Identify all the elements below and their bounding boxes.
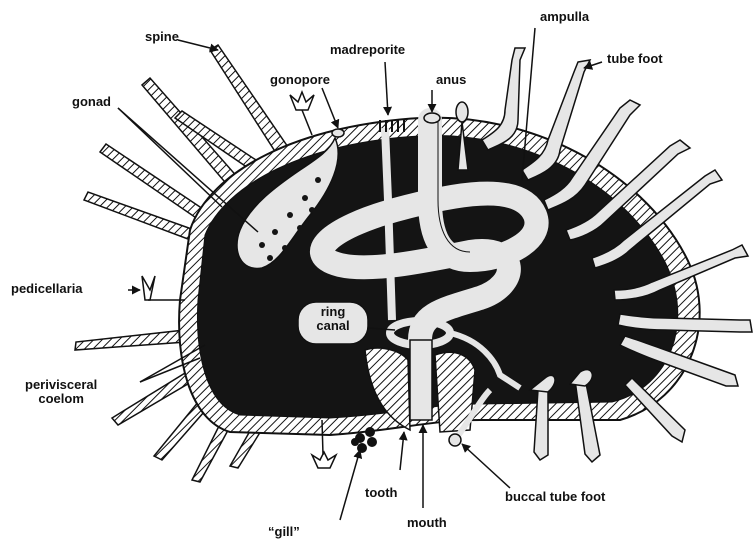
label-tube-foot: tube foot bbox=[607, 52, 663, 66]
label-gill: “gill” bbox=[268, 525, 300, 539]
label-perivisceral-line1: perivisceral bbox=[25, 378, 97, 392]
label-spine: spine bbox=[145, 30, 179, 44]
label-anus: anus bbox=[436, 73, 466, 87]
esophagus bbox=[410, 340, 432, 420]
label-perivisceral-line2: coelom bbox=[25, 392, 97, 406]
label-ring-canal: ring canal bbox=[298, 305, 368, 333]
label-ring-canal-line2: canal bbox=[298, 319, 368, 333]
label-gonad: gonad bbox=[72, 95, 111, 109]
label-ampulla: ampulla bbox=[540, 10, 589, 24]
label-pedicellaria: pedicellaria bbox=[11, 282, 83, 296]
label-gonopore: gonopore bbox=[270, 73, 330, 87]
label-ring-canal-line1: ring bbox=[298, 305, 368, 319]
label-madreporite: madreporite bbox=[330, 43, 405, 57]
label-tooth: tooth bbox=[365, 486, 397, 500]
label-buccal-tube-foot: buccal tube foot bbox=[505, 490, 605, 504]
label-perivisceral-coelom: perivisceral coelom bbox=[25, 378, 97, 406]
label-mouth: mouth bbox=[407, 516, 447, 530]
